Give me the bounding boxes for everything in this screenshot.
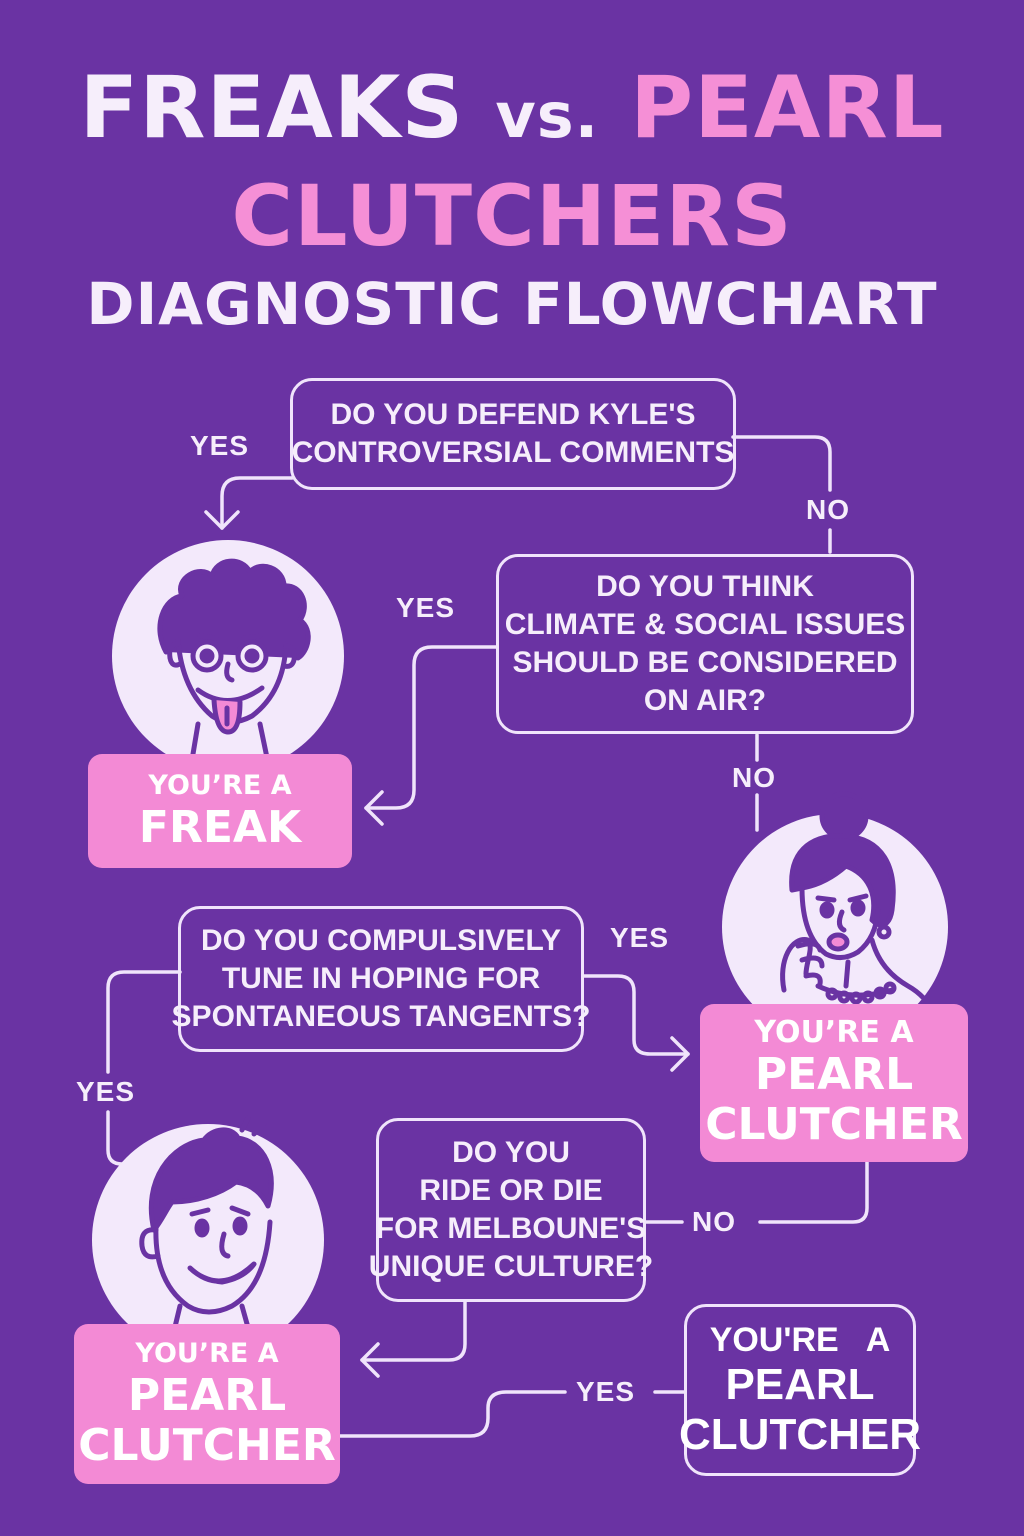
question-line: SHOULD BE CONSIDERED [512,646,898,679]
result-big-text: CLUTCHER [705,1099,963,1150]
arrowhead-q3-yes [670,1036,690,1072]
result-freak: YOU’RE A FREAK [88,754,352,868]
connector-q1-no [731,435,832,492]
result-pearl-clutcher-left: YOU’RE A PEARL CLUTCHER [74,1324,340,1484]
connector-q4-down [360,1300,467,1362]
connector-q1-yes [220,476,294,530]
question-box-melbourne-culture: DO YOU RIDE OR DIE FOR MELBOUNE'S UNIQUE… [369,1118,653,1302]
title-clutchers: CLUTCHERS [231,167,793,265]
arrowhead-q2-yes [364,790,384,826]
connector-no4-right [758,1160,869,1224]
label-yes: YES [190,430,250,461]
pearl-clutcher-woman-icon [780,791,939,1019]
title-pearl: PEARL [630,58,945,158]
title-diagnostic-flowchart: DIAGNOSTIC FLOWCHART [86,270,938,338]
question-line: ON AIR? [643,684,767,717]
connector-q3-left [106,970,182,1074]
title-vs: vs. [495,79,600,152]
question-line: TUNE IN HOPING FOR [221,962,541,995]
connector-q3-yes [582,974,690,1056]
title-freaks: FREAKS [79,58,465,158]
label-yes: YES [396,592,456,623]
question-box-spontaneous-tangents: DO YOU COMPULSIVELY TUNE IN HOPING FOR S… [172,906,590,1052]
question-line: CONTROVERSIAL COMMENTS [291,436,735,469]
question-line: RIDE OR DIE [419,1174,603,1207]
question-line: DO YOU THINK [596,570,814,603]
question-line: DO YOU [452,1136,570,1169]
result-pearl-clutcher-outline: YOU'RE A PEARL CLUTCHER [679,1304,921,1476]
question-box-kyle-comments: DO YOU DEFEND KYLE'S CONTROVERSIAL COMME… [290,378,736,490]
label-yes: YES [576,1376,636,1407]
nervous-man-icon [139,1115,274,1356]
arrowhead-q4-down [360,1342,380,1378]
result-big-text: PEARL [754,1049,914,1100]
label-no: NO [806,494,850,525]
question-line: DO YOU DEFEND KYLE'S [330,398,696,431]
freak-face-icon [157,558,311,772]
label-yes: YES [76,1076,136,1107]
result-small-text: YOU'RE A [709,1321,891,1359]
title-line-1: FREAKS vs. PEARL [0,58,1024,166]
question-line: CLIMATE & SOCIAL ISSUES [504,608,906,641]
result-small-text: YOU’RE A [754,1015,914,1050]
result-big-text: FREAK [138,802,302,853]
result-pearl-clutcher-right: YOU’RE A PEARL CLUTCHER [700,1004,968,1162]
result-big-text: CLUTCHER [78,1420,336,1471]
label-yes: YES [610,922,670,953]
arrowhead-q1-yes [204,510,240,530]
connector-q2-yes [364,645,499,810]
question-line: DO YOU COMPULSIVELY [200,924,562,957]
question-line: FOR MELBOUNE'S [375,1212,647,1245]
result-big-text: CLUTCHER [679,1410,921,1459]
result-small-text: YOU’RE A [148,770,292,801]
label-no: NO [692,1206,736,1237]
question-line: UNIQUE CULTURE? [368,1250,654,1283]
connector-yes5-left [338,1390,567,1438]
question-box-climate-social: DO YOU THINK CLIMATE & SOCIAL ISSUES SHO… [496,554,914,734]
result-big-text: PEARL [725,1360,875,1409]
question-line: SPONTANEOUS TANGENTS? [171,1000,591,1033]
result-big-text: PEARL [127,1370,287,1421]
label-no: NO [732,762,776,793]
result-small-text: YOU’RE A [135,1338,279,1369]
